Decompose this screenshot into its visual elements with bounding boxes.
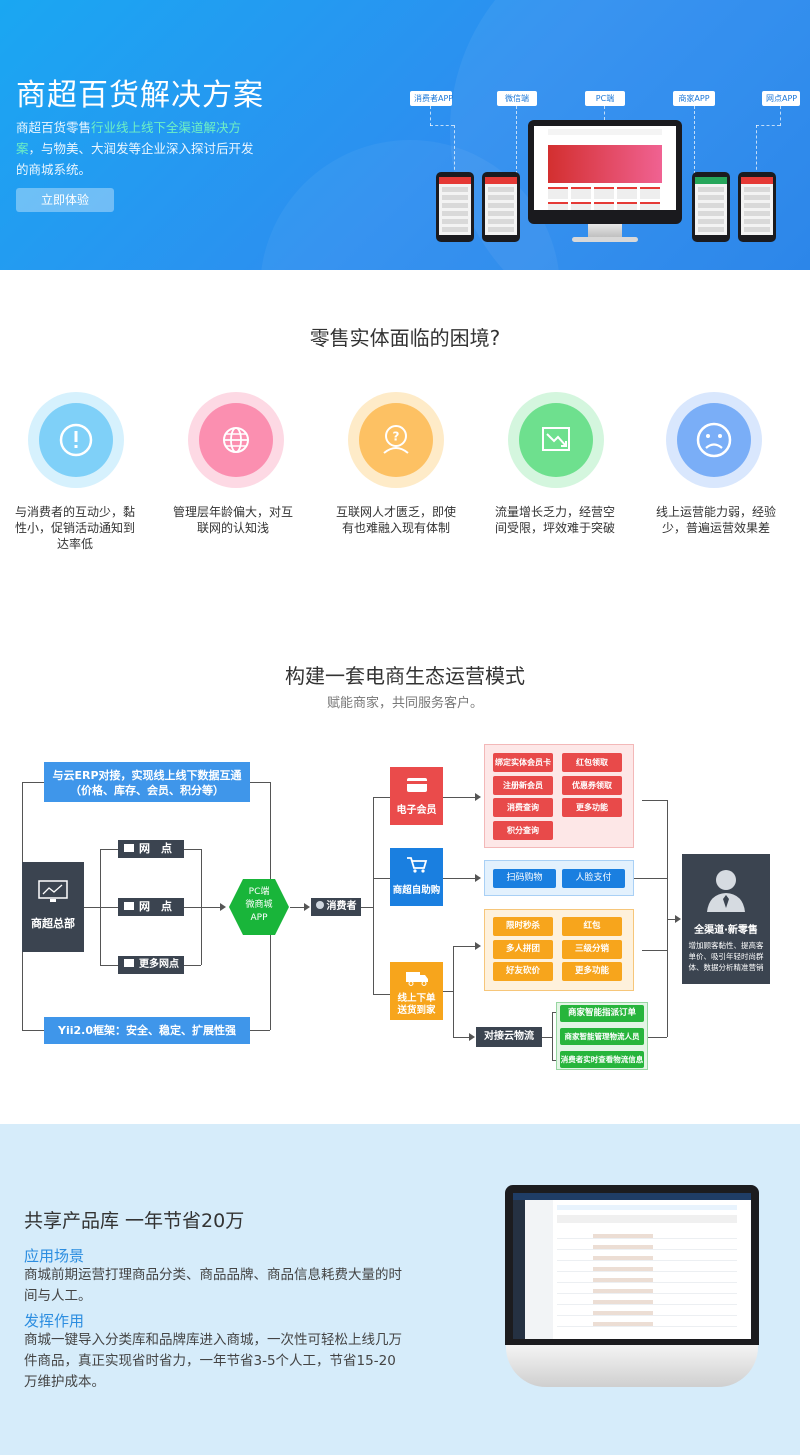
problem-text: 线上运营能力弱，经验少，普遍运营效果差	[655, 505, 776, 535]
monitor-mockup	[528, 120, 682, 224]
device-tag-pc: PC端	[585, 91, 625, 106]
coupon-button[interactable]: 优惠券领取	[562, 776, 622, 795]
effect-text: 商城一键导入分类库和品牌库进入商城，一次性可轻松上线几万件商品，真正实现省时省力…	[24, 1332, 402, 1390]
flash-sale-button[interactable]: 限时秒杀	[493, 917, 553, 936]
library-title: 共享产品库 一年节省20万	[24, 1210, 245, 1232]
problem-circle	[666, 392, 762, 488]
more-member-button[interactable]: 更多功能	[562, 798, 622, 817]
store-icon	[124, 902, 134, 910]
phone-mockup	[482, 172, 520, 242]
omnichannel-box: 全渠道·新零售 增加顾客黏性、提高客单价、吸引年轻时尚群体、数据分析精准营销	[682, 854, 770, 984]
device-tag-merchant-app: 商家APP	[673, 91, 715, 106]
distribution-button[interactable]: 三级分销	[562, 940, 622, 959]
logistics-box: 对接云物流	[476, 1027, 542, 1047]
scene-text: 商城前期运营打理商品分类、商品品牌、商品信息耗费大量的时间与人工。	[24, 1267, 402, 1304]
outlet-box: 更多网点	[118, 956, 184, 974]
ecosystem-subtitle: 赋能商家，共同服务客户。	[326, 696, 483, 711]
problem-circle: ?	[348, 392, 444, 488]
try-now-button[interactable]: 立即体验	[16, 188, 114, 212]
laptop-mockup	[505, 1185, 759, 1345]
store-icon	[124, 959, 134, 967]
group-buy-button[interactable]: 多人拼团	[493, 940, 553, 959]
hero-highlight: 行业线上线下全渠道解决方案	[16, 120, 242, 156]
hero-title: 商超百货解决方案	[16, 78, 264, 113]
hq-label: 商超总部	[31, 917, 75, 930]
problem-circle	[188, 392, 284, 488]
outlet-box: 网 点	[118, 898, 184, 916]
truck-icon	[405, 972, 428, 986]
device-tag-outlet-app: 网点APP	[762, 91, 800, 106]
face-pay-button[interactable]: 人脸支付	[562, 869, 625, 888]
problem-text: 与消费者的互动少，黏性小，促销活动通知到达率低	[14, 505, 135, 551]
register-member-button[interactable]: 注册新会员	[493, 776, 553, 795]
users-icon	[315, 901, 324, 909]
red-packet-button[interactable]: 红包领取	[562, 753, 622, 772]
points-query-button[interactable]: 积分查询	[493, 821, 553, 840]
laptop-base	[506, 1345, 758, 1387]
globe-icon	[223, 427, 249, 453]
cart-icon	[406, 857, 427, 873]
spend-query-button[interactable]: 消费查询	[493, 798, 553, 817]
ecosystem-title: 构建一套电商生态运营模式	[285, 664, 525, 688]
svg-text:?: ?	[393, 430, 400, 444]
phone-mockup	[692, 172, 730, 242]
framework-box: Yii2.0框架：安全、稳定、扩展性强	[44, 1017, 250, 1044]
device-tag-wechat: 微信端	[497, 91, 537, 106]
card-icon	[406, 778, 427, 792]
assign-order-button[interactable]: 商家智能指派订单	[560, 1005, 644, 1022]
monitor-icon	[38, 880, 68, 902]
outlet-box: 网 点	[118, 840, 184, 858]
store-icon	[124, 844, 134, 852]
hero-banner: 商超百货解决方案 商超百货零售行业线上线下全渠道解决方案，与物美、大润发等企业深…	[0, 0, 810, 270]
problems-title: 零售实体面临的困境?	[309, 326, 501, 350]
selfbuy-box: 商超自助购	[390, 848, 443, 906]
sad-face-icon	[696, 422, 732, 458]
consumer-box: 消费者	[311, 898, 361, 916]
phone-mockup	[436, 172, 474, 242]
delivery-box: 线上下单送货到家	[390, 962, 443, 1020]
scene-title: 应用场景	[24, 1247, 85, 1265]
manage-staff-button[interactable]: 商家智能管理物流人员	[560, 1028, 644, 1045]
problem-circle	[508, 392, 604, 488]
problem-text: 管理层年龄偏大，对互联网的认知浅	[172, 505, 293, 535]
more-promo-button[interactable]: 更多功能	[562, 962, 622, 981]
effect-title: 发挥作用	[24, 1312, 85, 1330]
exclamation-icon	[59, 423, 93, 457]
bind-card-button[interactable]: 绑定实体会员卡	[493, 753, 553, 772]
hub-hexagon	[229, 879, 289, 935]
phone-mockup	[738, 172, 776, 242]
person-icon	[707, 870, 745, 912]
problem-text: 流量增长乏力，经营空间受限，坪效难于突破	[494, 505, 615, 535]
hero-description: 商超百货零售行业线上线下全渠道解决方案，与物美、大润发等企业深入探讨后开发的商城…	[16, 120, 254, 177]
problem-circle	[28, 392, 124, 488]
trend-down-icon	[542, 427, 570, 451]
track-logistics-button[interactable]: 消费者实时查看物流信息	[560, 1051, 644, 1068]
bargain-button[interactable]: 好友砍价	[493, 962, 553, 981]
erp-box: 与云ERP对接，实现线上线下数据互通（价格、库存、会员、积分等）	[44, 762, 250, 802]
member-box: 电子会员	[390, 767, 443, 825]
problem-text: 互联网人才匮乏，即使有也难融入现有体制	[335, 505, 456, 535]
hq-box: 商超总部	[22, 862, 84, 952]
question-person-icon: ?	[383, 425, 409, 454]
scan-buy-button[interactable]: 扫码购物	[493, 869, 556, 888]
device-tag-consumer-app: 消费者APP	[410, 91, 453, 106]
red-envelope-button[interactable]: 红包	[562, 917, 622, 936]
